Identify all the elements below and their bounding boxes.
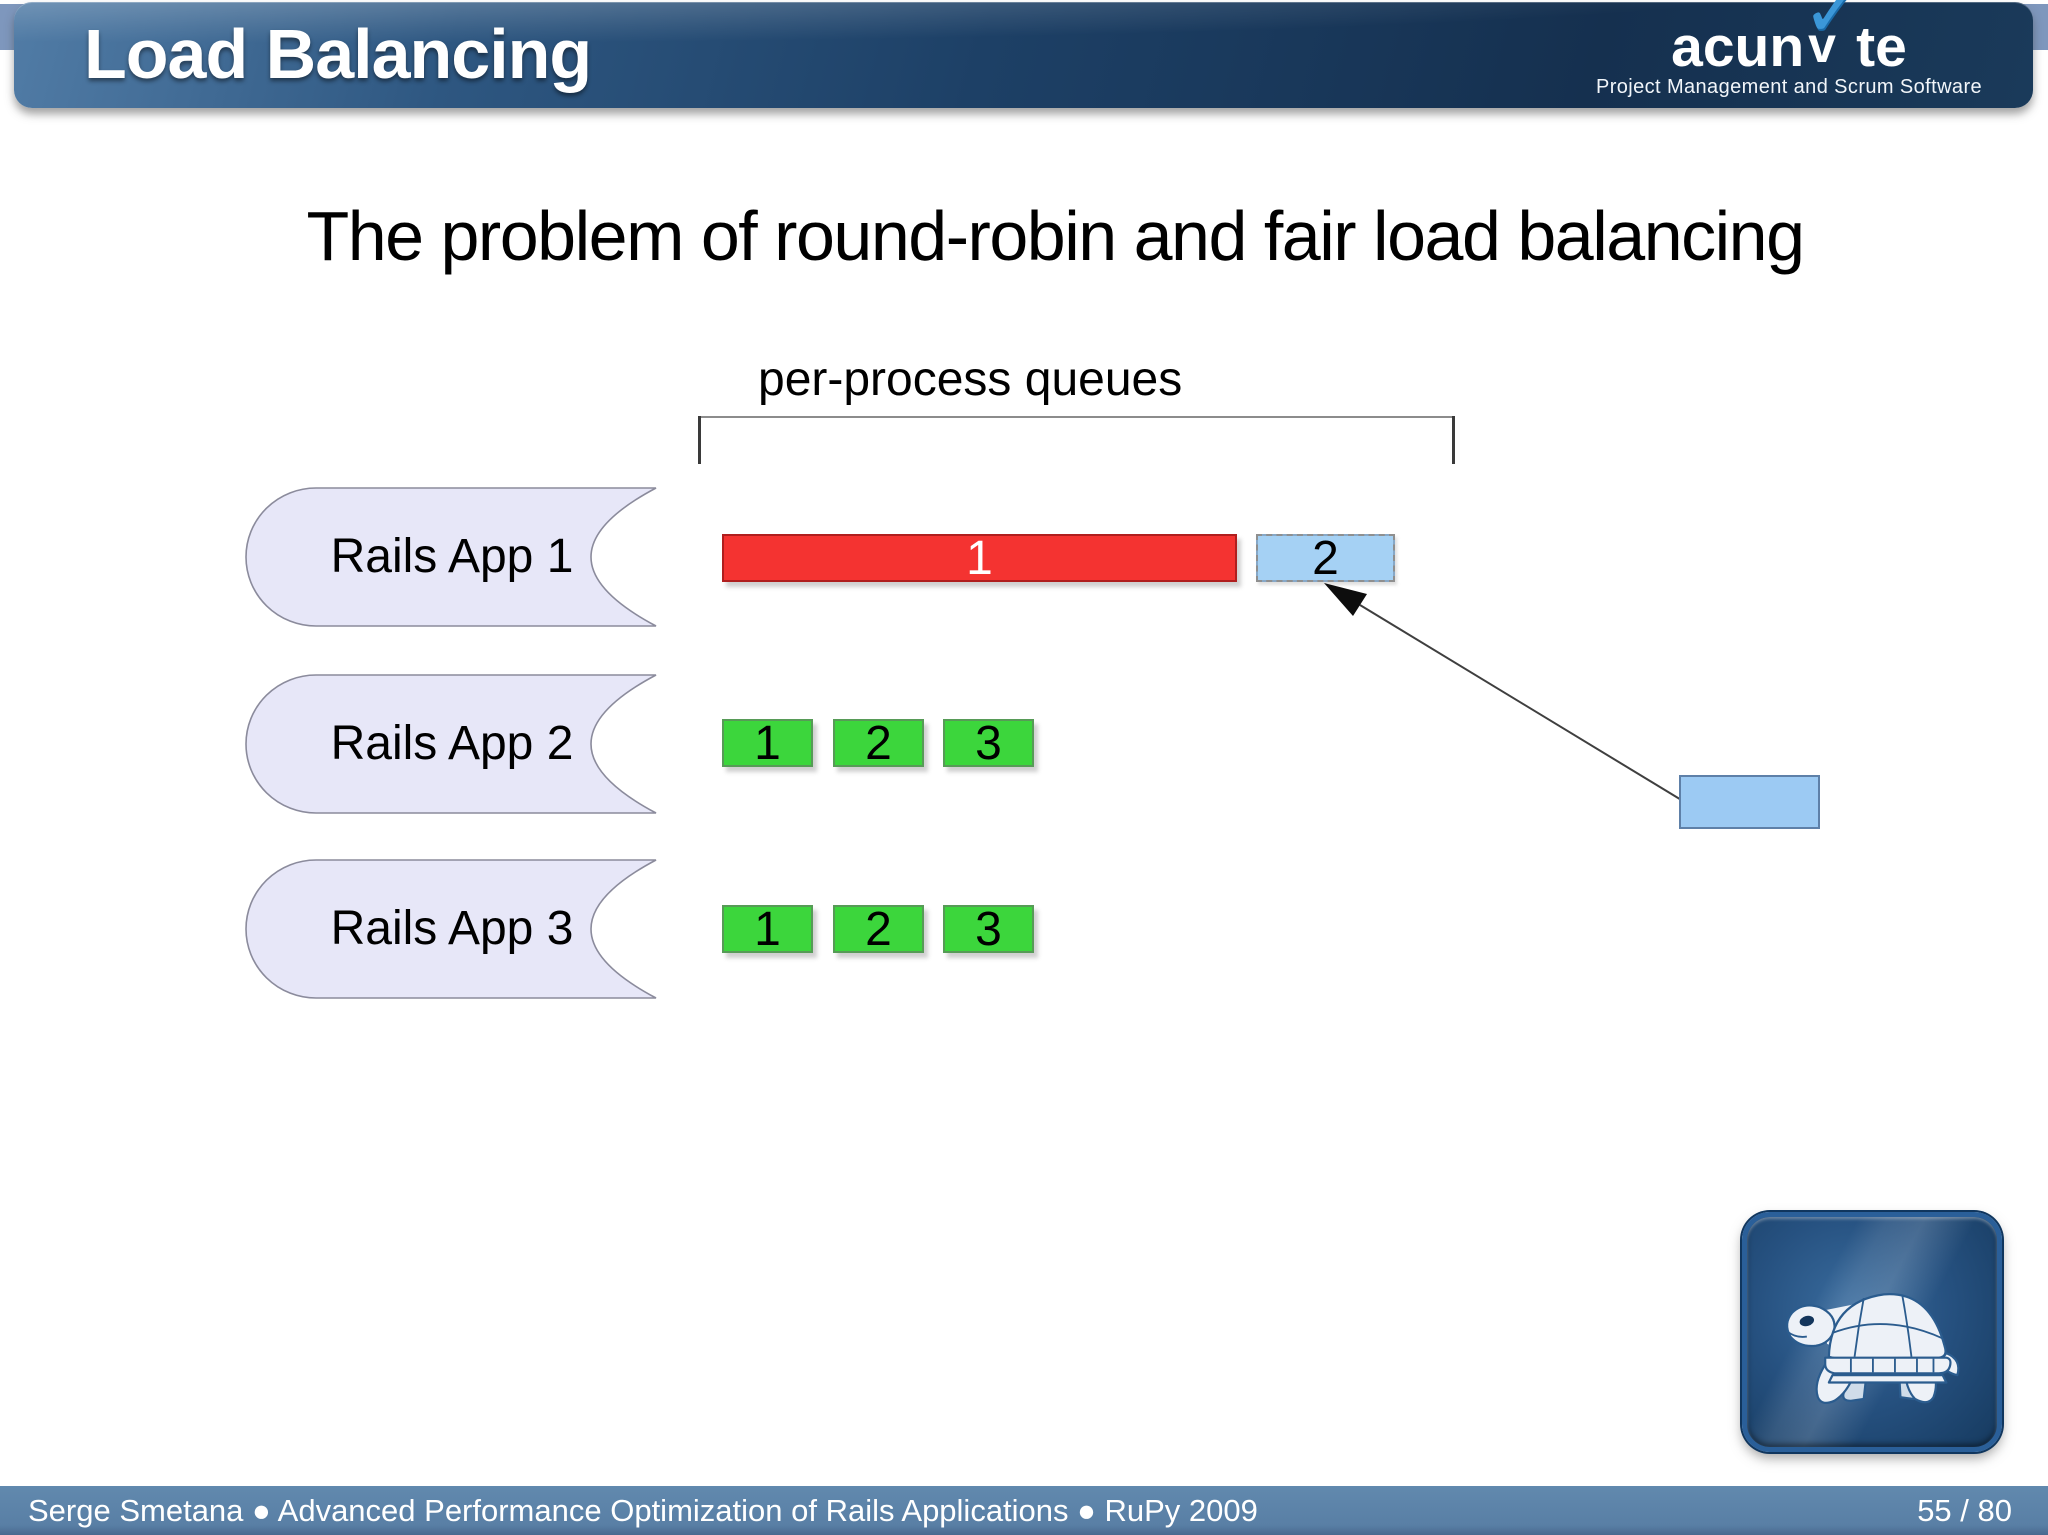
app-label: Rails App 2 [330,717,574,770]
incoming-request-arrow [1324,583,1684,802]
queue-item: 1 [722,719,813,768]
queues-bracket-left-tick [698,416,701,464]
logo-tagline: Project Management and Scrum Software [1595,76,1983,98]
queue-item-label: 2 [1312,532,1339,585]
app-shape-outline [245,674,657,814]
app-shape-outline [245,859,657,999]
queues-label: per-process queues [758,353,1183,406]
slide-title: The problem of round-robin and fair load… [306,197,1805,275]
queue-item: 3 [943,905,1034,954]
queues-bracket-line [698,416,1455,418]
footer-credit: Serge Smetana ● Advanced Performance Opt… [28,1493,1258,1528]
app-shape-1: Rails App 1 [240,486,664,628]
logo-text-suffix: te [1856,15,1907,79]
footer-page-number: 55 / 80 [1917,1493,2012,1528]
queue-item: 3 [943,719,1034,768]
queue-item-long-request: 1 [722,534,1237,583]
app-shape-2: Rails App 2 [240,673,664,815]
slide-header-title: Load Balancing [84,15,592,93]
logo-text-prefix: acun [1671,15,1805,79]
app-label: Rails App 1 [330,530,574,583]
footer-bar: Serge Smetana ● Advanced Performance Opt… [0,1486,2048,1535]
queue-item: 2 [833,719,924,768]
turtle-graphic [1786,1293,1960,1404]
turtle-icon [1742,1212,2002,1452]
queue-item: 2 [833,905,924,954]
app-label: Rails App 3 [330,902,574,955]
app-shape-3: Rails App 3 [240,858,664,1000]
incoming-request-box [1679,775,1820,829]
checkmark-icon: v✓ [1802,0,1865,73]
queues-bracket-right-tick [1452,416,1455,464]
queue-item: 1 [722,905,813,954]
app-shape-outline [245,487,657,627]
